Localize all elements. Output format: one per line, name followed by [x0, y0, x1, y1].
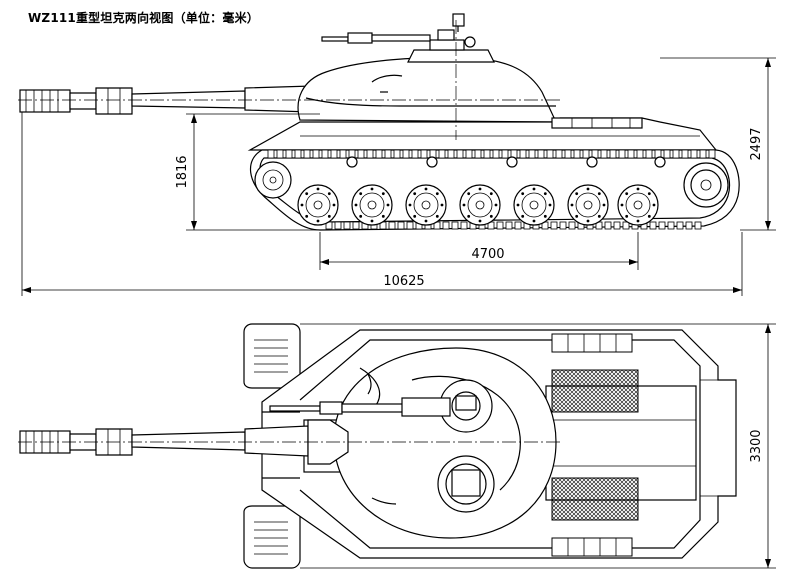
top-gun-barrel	[19, 419, 349, 465]
road-wheel	[617, 184, 659, 226]
road-wheel	[567, 184, 609, 226]
dim-height-turret: 2497	[749, 127, 764, 160]
side-turret	[297, 13, 557, 123]
top-left-track	[243, 323, 301, 569]
road-wheel	[405, 184, 447, 226]
road-wheel	[459, 184, 501, 226]
road-wheel	[297, 184, 339, 226]
diagram-title: WZ111重型坦克两向视图（单位：毫米）	[28, 11, 259, 25]
dim-overall-length: 10625	[383, 274, 424, 289]
side-gun-barrel	[19, 85, 313, 115]
road-wheels	[254, 156, 729, 226]
dim-width: 3300	[749, 429, 764, 462]
road-wheel	[513, 184, 555, 226]
top-view	[18, 323, 737, 569]
top-dimensions: 3300	[300, 323, 776, 569]
side-dimensions: 2497 1816 4700 10625	[21, 57, 776, 296]
road-wheel	[351, 184, 393, 226]
side-hull	[247, 117, 718, 151]
side-view	[18, 13, 740, 231]
dim-wheelbase: 4700	[471, 247, 504, 262]
top-turret	[269, 347, 557, 539]
dim-height-hull: 1816	[175, 155, 190, 188]
